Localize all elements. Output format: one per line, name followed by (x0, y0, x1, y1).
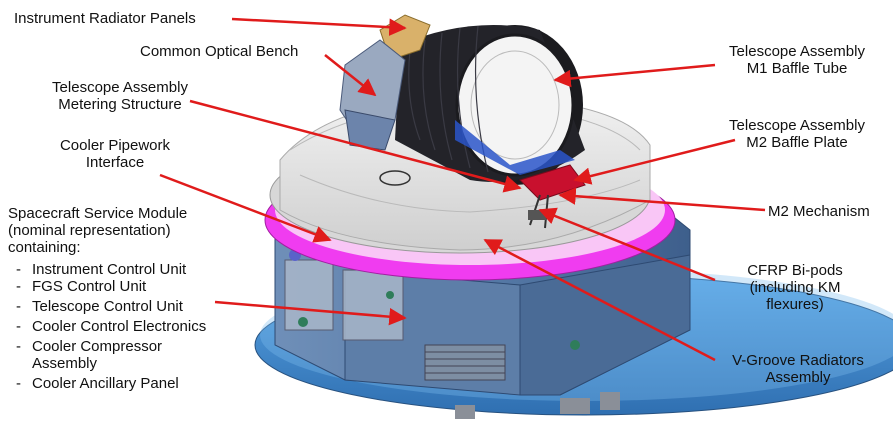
callout-arrows (159, 17, 766, 362)
arrow-cfrp-bipods (538, 207, 716, 282)
label-instrument-radiator-panels: Instrument Radiator Panels (14, 10, 196, 27)
label-cooler-pipework-line2: Interface (85, 154, 145, 171)
list-item: Cooler Control Electronics (14, 318, 206, 335)
label-metering-structure-line1: Telescope Assembly (52, 79, 188, 96)
arrow-metering-structure (189, 99, 522, 193)
list-item: Instrument Control Unit (14, 261, 206, 278)
label-m1-baffle-tube-line1: Telescope Assembly (729, 43, 865, 60)
label-m1-baffle-tube-line2: M1 Baffle Tube (746, 60, 848, 77)
label-v-groove-line2: Assembly (765, 369, 831, 386)
label-service-module: Spacecraft Service Module (nominal repre… (8, 205, 187, 256)
label-cfrp-bipods-line3: flexures) (766, 296, 824, 313)
list-item: Cooler Compressor Assembly (14, 338, 202, 372)
label-m1-baffle-tube: Telescope Assembly M1 Baffle Tube (712, 43, 882, 77)
label-cfrp-bipods-line1: CFRP Bi-pods (747, 262, 843, 279)
label-service-module-line2: (nominal representation) (8, 222, 171, 239)
list-item: FGS Control Unit (14, 278, 206, 295)
arrow-m2-baffle (573, 138, 736, 185)
label-m2-baffle-plate-line2: M2 Baffle Plate (746, 134, 848, 151)
label-metering-structure-line2: Metering Structure (58, 96, 182, 113)
list-item: Telescope Control Unit (14, 298, 206, 315)
label-service-module-line3: containing: (8, 239, 81, 256)
arrow-cooler-pipework (159, 173, 332, 243)
arrow-radiator-panels (231, 17, 407, 36)
arrow-m1-baffle (553, 63, 716, 88)
list-item: Cooler Ancillary Panel (14, 375, 206, 392)
m1-baffle-tube (395, 25, 585, 185)
service-module-contents: Instrument Control Unit FGS Control Unit… (14, 261, 206, 392)
label-common-optical-bench: Common Optical Bench (140, 43, 299, 60)
arrow-telescope-control-unit (214, 300, 407, 326)
label-cooler-pipework-line1: Cooler Pipework (59, 137, 171, 154)
label-service-module-line1: Spacecraft Service Module (8, 205, 188, 222)
label-m2-mechanism: M2 Mechanism (768, 203, 870, 220)
arrow-optical-bench (324, 54, 377, 97)
label-cooler-pipework: Cooler Pipework Interface (40, 137, 190, 171)
label-cfrp-bipods: CFRP Bi-pods (including KM flexures) (720, 262, 870, 313)
label-metering-structure: Telescope Assembly Metering Structure (40, 79, 200, 113)
label-m2-baffle-plate-line1: Telescope Assembly (729, 117, 865, 134)
label-v-groove-line1: V-Groove Radiators (732, 352, 864, 369)
arrow-v-groove (483, 238, 716, 362)
arrow-m2-mechanism (558, 187, 766, 212)
label-m2-baffle-plate: Telescope Assembly M2 Baffle Plate (712, 117, 882, 151)
label-cfrp-bipods-line2: (including KM (749, 279, 841, 296)
label-v-groove: V-Groove Radiators Assembly (718, 352, 878, 386)
